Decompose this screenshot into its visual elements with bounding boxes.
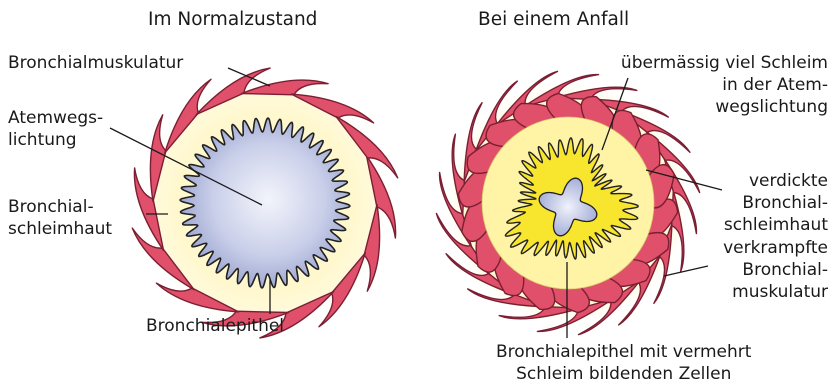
label-bronchial-muscle: Bronchialmuskulatur bbox=[8, 52, 183, 74]
label-thickened-mucosa: verdickte Bronchial- schleimhaut bbox=[724, 170, 828, 236]
label-cramped-muscle: verkrampfte Bronchial- muskulatur bbox=[723, 237, 828, 303]
label-bronchial-mucosa: Bronchial- schleimhaut bbox=[8, 196, 112, 240]
label-airway-lumen: Atemwegs- lichtung bbox=[8, 107, 103, 151]
heading-attack: Bei einem Anfall bbox=[478, 8, 629, 32]
label-excess-mucus: übermässig viel Schleim in der Atem- weg… bbox=[621, 52, 828, 118]
heading-normal: Im Normalzustand bbox=[148, 8, 317, 32]
label-epithelium-mucus-cells: Bronchialepithel mit vermehrt Schleim bi… bbox=[496, 341, 751, 385]
label-bronchial-epithelium: Bronchialepithel bbox=[146, 315, 284, 337]
